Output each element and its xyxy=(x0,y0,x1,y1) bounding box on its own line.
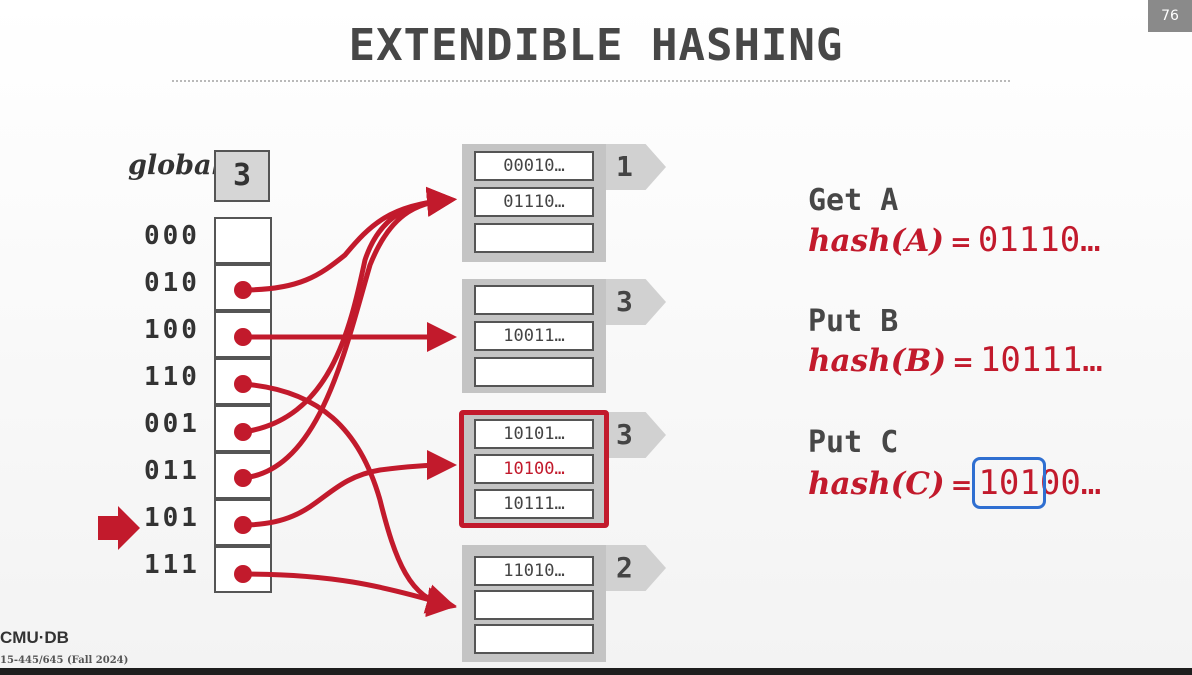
directory-slot xyxy=(214,217,272,264)
slide-title: EXTENDIBLE HASHING xyxy=(348,20,844,71)
current-slot-arrow-icon xyxy=(98,506,140,550)
global-depth-label: global xyxy=(128,150,222,181)
course-label: 15-445/645 (Fall 2024) xyxy=(0,655,129,666)
pointer-110 xyxy=(240,381,457,618)
bucket-slot xyxy=(474,285,594,315)
pointer-dot xyxy=(234,565,252,583)
bucket-slot: 10111… xyxy=(474,489,594,519)
pointer-111 xyxy=(240,571,457,614)
bucket-slot xyxy=(474,223,594,253)
cmu-db-logo: CMU·DB xyxy=(0,628,69,647)
directory-label: 000 xyxy=(144,221,200,251)
bucket-slot: 10101… xyxy=(474,419,594,449)
hash-prefix-highlight: 101 xyxy=(972,457,1046,509)
hash-value: 01110… xyxy=(977,220,1101,260)
title-divider xyxy=(172,80,1010,82)
hash-label: hash(A) xyxy=(808,223,945,259)
op-title: Put B xyxy=(808,304,899,339)
pointer-dot xyxy=(234,375,252,393)
op-hash: hash(C)=10100… xyxy=(808,457,1102,509)
directory-label: 001 xyxy=(144,409,200,439)
directory-slot xyxy=(214,546,272,593)
directory-label: 010 xyxy=(144,268,200,298)
bucket-slot xyxy=(474,624,594,654)
pointer-dot xyxy=(234,281,252,299)
directory-label: 100 xyxy=(144,315,200,345)
pointer-dot xyxy=(234,516,252,534)
bucket-slot xyxy=(474,590,594,620)
pointer-001 xyxy=(240,186,457,435)
page-number: 76 xyxy=(1148,0,1192,32)
hash-value-rest: 00… xyxy=(1039,463,1102,503)
directory-label: 101 xyxy=(144,503,200,533)
op-hash: hash(B)=10111… xyxy=(808,340,1103,380)
directory-label: 111 xyxy=(144,550,200,580)
op-title: Put C xyxy=(808,425,899,460)
equals-sign: = xyxy=(950,471,973,501)
op-title: Get A xyxy=(808,183,899,218)
bucket-highlight xyxy=(459,410,609,528)
pointer-dot xyxy=(234,469,252,487)
directory-label: 110 xyxy=(144,362,200,392)
op-hash: hash(A)=01110… xyxy=(808,220,1101,260)
bucket-slot-new: 10100… xyxy=(474,454,594,484)
hash-value: 10111… xyxy=(979,340,1103,380)
pointer-dot xyxy=(234,423,252,441)
equals-sign: = xyxy=(952,348,974,378)
directory-label: 011 xyxy=(144,456,200,486)
pointer-101 xyxy=(240,450,458,528)
bucket-slot: 01110… xyxy=(474,187,594,217)
bottom-bar xyxy=(0,668,1192,675)
hash-label: hash(B) xyxy=(808,343,947,379)
bucket-slot: 11010… xyxy=(474,556,594,586)
global-depth-value: 3 xyxy=(214,150,270,202)
directory-slot xyxy=(214,358,272,405)
bucket-slot: 00010… xyxy=(474,151,594,181)
bucket-slot: 10011… xyxy=(474,321,594,351)
hash-label: hash(C) xyxy=(808,466,945,502)
equals-sign: = xyxy=(950,228,972,258)
pointer-010 xyxy=(240,186,457,293)
pointer-011 xyxy=(240,186,457,481)
bucket-slot xyxy=(474,357,594,387)
pointer-dot xyxy=(234,328,252,346)
